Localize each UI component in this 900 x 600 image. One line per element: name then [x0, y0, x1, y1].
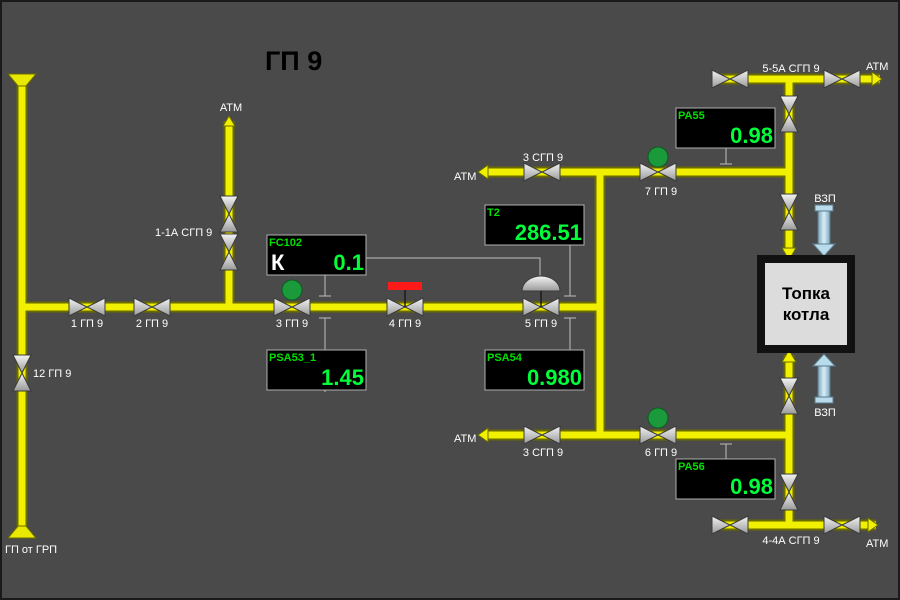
pa56-panel[interactable]: PA56 0.98 — [675, 458, 776, 500]
psa53-1-value: 1.45 — [321, 365, 364, 390]
valve-3-sgp-top-label: 3 СГП 9 — [523, 152, 563, 164]
gp-from-grp-label: ГП от ГРП — [5, 544, 57, 556]
boiler-furnace[interactable]: Топка котла — [757, 255, 855, 353]
air-inlet-bottom — [811, 353, 837, 404]
valve-3-sgp-bottom-label: 3 СГП 9 — [523, 447, 563, 459]
valve-3-gp9[interactable] — [273, 297, 311, 317]
valve-4-4a-sgp9-vertical-1[interactable] — [779, 377, 799, 415]
psa53-1-panel[interactable]: PSA53_1 1.45 — [266, 349, 367, 391]
atm-vent-arrow-right-top — [871, 71, 883, 87]
gas-inlet-arrow-bottom — [781, 349, 797, 363]
valve-5-5a-sgp9-right[interactable] — [823, 69, 861, 89]
valve-5-5a-sgp9-vertical-1[interactable] — [779, 95, 799, 133]
atm-vent-arrow-left-top — [477, 164, 489, 180]
valve-6-label: 6 ГП 9 — [645, 447, 677, 459]
pa55-value: 0.98 — [730, 123, 773, 148]
valve-4-4a-label: 4-4А СГП 9 — [762, 535, 819, 547]
valve-7-status-indicator — [647, 146, 669, 168]
valve-5-5a-sgp9-vertical-2[interactable] — [779, 193, 799, 231]
t2-panel[interactable]: T2 286.51 — [484, 204, 585, 246]
valve-4-4a-sgp9-right[interactable] — [823, 515, 861, 535]
furnace-label-line1: Топка — [782, 284, 830, 303]
valve-12-label: 12 ГП 9 — [33, 368, 71, 380]
valve-7-label: 7 ГП 9 — [645, 186, 677, 198]
valve-3-label: 3 ГП 9 — [276, 318, 308, 330]
valve-5-5a-sgp9-left[interactable] — [711, 69, 749, 89]
valve-4-4a-sgp9-left[interactable] — [711, 515, 749, 535]
pa55-tag: PA55 — [678, 110, 705, 122]
valve-4-label: 4 ГП 9 — [389, 318, 421, 330]
valve-5-5a-label: 5-5А СГП 9 — [762, 63, 819, 75]
pa56-value: 0.98 — [730, 474, 773, 499]
psa53-1-tag: PSA53_1 — [269, 352, 316, 364]
atm-vent-arrow-left-bottom — [477, 427, 489, 443]
atm-label-4: АТМ — [866, 61, 888, 73]
fc102-value: 0.1 — [333, 250, 364, 275]
valve-1-1a-sgp9-lower[interactable] — [219, 233, 239, 271]
t2-tag: T2 — [487, 207, 500, 219]
valve-6-status-indicator — [647, 407, 669, 429]
valve-3-sgp9-top[interactable] — [523, 162, 561, 182]
psa54-value: 0.980 — [527, 365, 582, 390]
valve-2-label: 2 ГП 9 — [136, 318, 168, 330]
furnace-label-line2: котла — [783, 305, 830, 324]
pa56-tag: PA56 — [678, 461, 705, 473]
pa55-panel[interactable]: PA55 0.98 — [675, 107, 776, 149]
air-inlet-top — [811, 204, 837, 257]
valve-3-status-indicator — [281, 279, 303, 301]
valve-2-gp9[interactable] — [133, 297, 171, 317]
valve-1-label: 1 ГП 9 — [71, 318, 103, 330]
valve-12-gp9[interactable] — [12, 354, 32, 392]
psa54-tag: PSA54 — [487, 352, 523, 364]
fc102-tag: FC102 — [269, 237, 302, 249]
valve-1-gp9[interactable] — [68, 297, 106, 317]
valve-5-label: 5 ГП 9 — [525, 318, 557, 330]
valve-7-gp9[interactable] — [639, 162, 677, 182]
t2-value: 286.51 — [515, 220, 582, 245]
valve-5-control-actuator — [521, 275, 561, 307]
gas-inlet-arrow-top — [781, 247, 797, 261]
atm-vent-arrow-up — [222, 115, 236, 127]
vzp-bottom-label: ВЗП — [814, 407, 836, 419]
atm-label-3: АТМ — [454, 433, 476, 445]
atm-label-2: АТМ — [454, 171, 476, 183]
valve-4-status-indicator — [388, 282, 422, 307]
vzp-top-label: ВЗП — [814, 193, 836, 205]
fc102-mode: К — [271, 250, 285, 275]
psa54-panel[interactable]: PSA54 0.980 — [484, 349, 585, 391]
valve-3-sgp9-bottom[interactable] — [523, 425, 561, 445]
valve-1-1a-label: 1-1А СГП 9 — [155, 227, 212, 239]
page-title: ГП 9 — [265, 46, 322, 76]
valve-5-gp9[interactable] — [522, 297, 560, 317]
atm-label-1: АТМ — [220, 102, 242, 114]
fc102-panel[interactable]: FC102 К 0.1 — [266, 234, 367, 276]
valve-6-gp9[interactable] — [639, 425, 677, 445]
valve-4-4a-sgp9-vertical-2[interactable] — [779, 473, 799, 511]
valve-1-1a-sgp9-upper[interactable] — [219, 195, 239, 233]
valve-4-gp9[interactable] — [386, 297, 424, 317]
atm-label-5: АТМ — [866, 538, 888, 550]
atm-vent-arrow-right-bottom — [867, 517, 879, 533]
